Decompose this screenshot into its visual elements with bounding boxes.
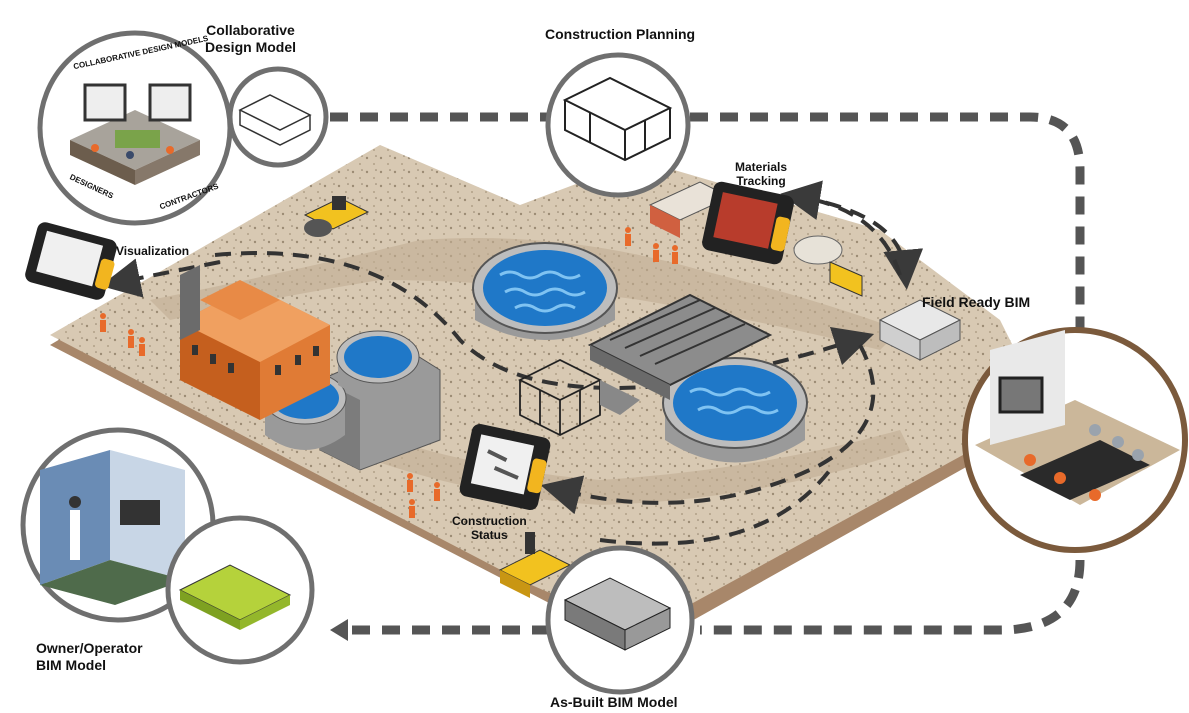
building-annex <box>180 265 200 340</box>
collaborative-design-circle <box>37 30 233 226</box>
label-line: Tracking <box>736 174 786 188</box>
pipe-bridge <box>600 380 640 415</box>
arrowhead-left-icon <box>330 619 348 641</box>
label-visualization: Visualization <box>116 244 190 258</box>
clarifier-tank-icon <box>472 242 618 340</box>
label-owner-operator-bim-model: Owner/Operator BIM Model <box>36 640 143 674</box>
tablet-icon <box>702 181 794 265</box>
meeting-room-circle <box>962 327 1188 553</box>
control-room-icon <box>120 500 160 525</box>
label-materials-tracking: Materials Tracking <box>735 160 787 188</box>
label-line: Construction <box>452 514 527 528</box>
building-icon <box>180 280 330 420</box>
worker-icon <box>100 227 678 518</box>
label-as-built-bim-model: As-Built BIM Model <box>550 694 678 710</box>
field-ready-bim-model <box>878 299 962 361</box>
process-flow-arrows <box>330 112 1085 635</box>
label-construction-status: Construction Status <box>452 514 527 542</box>
label-line: Status <box>470 528 508 542</box>
as-built-circle <box>545 545 695 695</box>
clarifier-tank-icon <box>662 357 808 463</box>
label-construction-planning: Construction Planning <box>545 26 696 42</box>
left-treatment-plant <box>263 330 441 471</box>
label-line: Design Model <box>205 39 297 55</box>
design-model-circle <box>227 66 329 168</box>
label-collaborative-design-model: Collaborative Design Model <box>205 22 296 56</box>
terrain <box>50 145 1050 650</box>
owner-model-circle <box>165 515 315 665</box>
mixer-truck-icon <box>793 235 863 297</box>
construction-planning-circle <box>545 52 691 198</box>
filter-beds <box>587 293 773 400</box>
label-line: Owner/Operator <box>36 640 143 656</box>
label-field-ready-bim: Field Ready BIM <box>922 294 1031 310</box>
roller-icon <box>303 196 370 237</box>
tablet-icon <box>25 222 117 300</box>
label-line: BIM Model <box>36 657 106 673</box>
tablet-icon <box>459 423 551 511</box>
label-line: Collaborative <box>206 22 295 38</box>
label-line: Materials <box>735 160 788 174</box>
control-room-circle <box>20 427 216 623</box>
meeting-room-icon <box>998 376 1044 414</box>
